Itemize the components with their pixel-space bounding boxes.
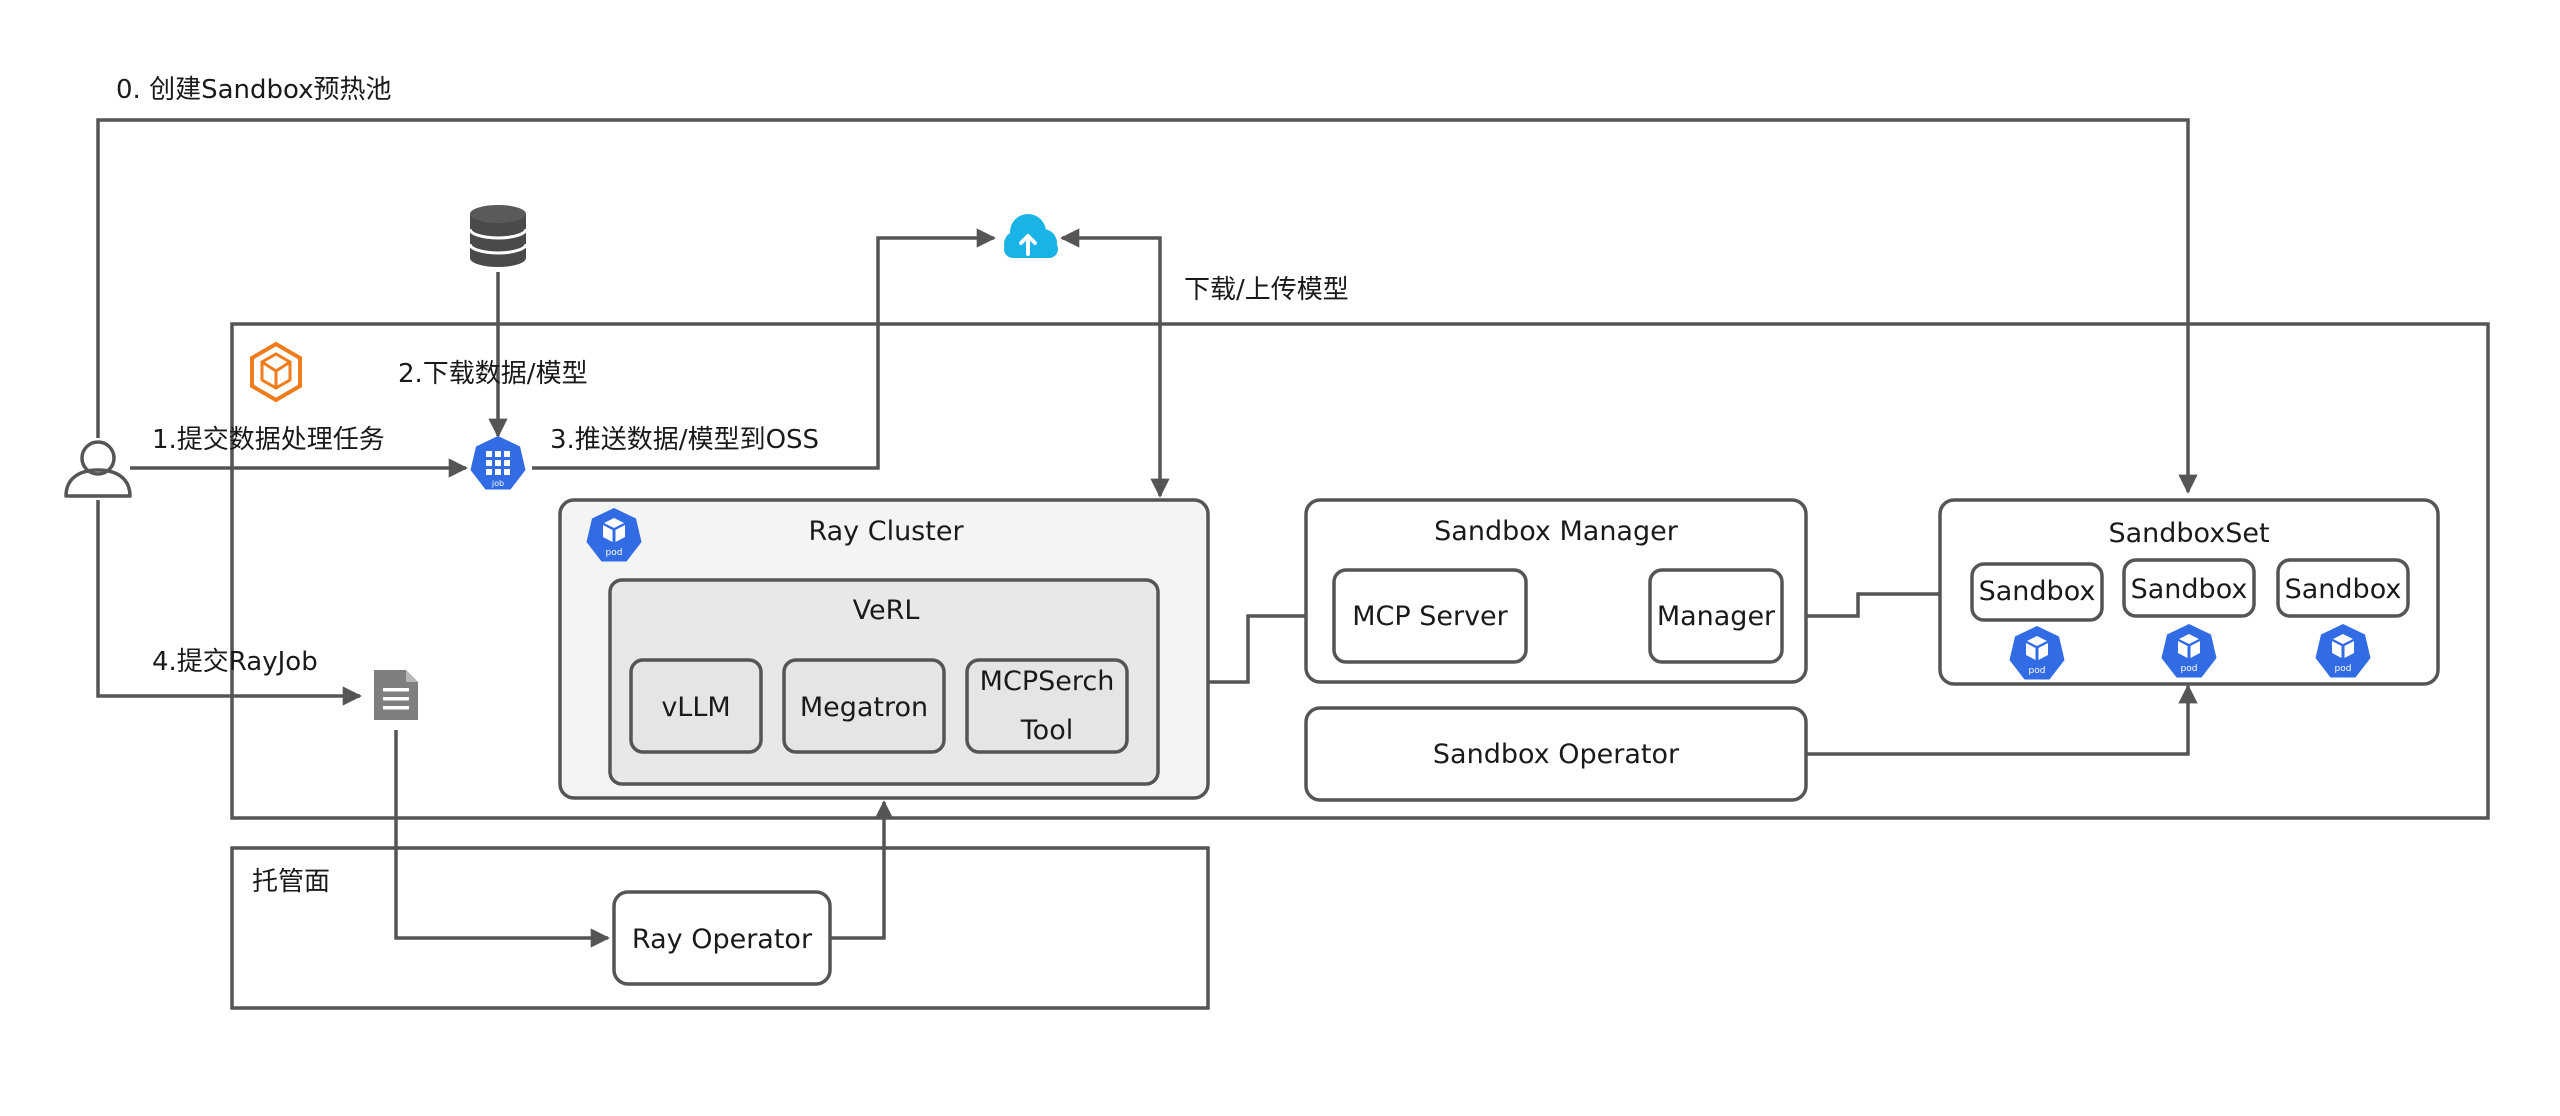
mcpsearch-label-line2: Tool [1020, 715, 1073, 746]
sandbox-node-3[interactable]: Sandbox [2276, 558, 2410, 618]
ray-cluster-label: Ray Cluster [808, 516, 964, 547]
edge-operator-sandboxset [1806, 684, 2198, 756]
database-icon [468, 205, 528, 267]
document-icon [374, 670, 418, 720]
sandbox-label-3: Sandbox [2285, 574, 2402, 605]
managed-plane-frame [230, 846, 1210, 1010]
sandbox-operator[interactable]: Sandbox Operator [1304, 706, 1808, 802]
step0-label: 0. 创建Sandbox预热池 [116, 75, 392, 105]
svg-text:job: job [491, 479, 504, 488]
container-service-logo-icon [250, 341, 302, 403]
ray-cluster[interactable]: Ray Cluster VeRL vLLM Megatron MCPSerch … [558, 498, 1210, 800]
kubernetes-job-icon: job [470, 436, 526, 490]
mcpsearch-tool-node[interactable]: MCPSerch Tool [965, 658, 1129, 754]
ray-operator[interactable]: Ray Operator [612, 890, 832, 986]
megatron-node[interactable]: Megatron [782, 658, 946, 754]
mcp-server-label: MCP Server [1352, 601, 1508, 632]
ray-operator-label: Ray Operator [632, 924, 813, 955]
verl[interactable]: VeRL vLLM Megatron MCPSerch Tool [608, 578, 1160, 786]
cluster-frame [230, 322, 2490, 820]
step2-label: 2.下载数据/模型 [398, 359, 588, 389]
vllm-node[interactable]: vLLM [629, 658, 763, 754]
verl-label: VeRL [853, 595, 920, 626]
sandboxset-label: SandboxSet [2108, 518, 2269, 549]
sandbox-label-2: Sandbox [2131, 574, 2248, 605]
edge-submit-rayjob [96, 500, 362, 706]
managed-plane-label: 托管面 [252, 867, 330, 897]
edge-create-sandbox-pool [96, 118, 2198, 494]
sandbox-node-1[interactable]: Sandbox [1970, 562, 2104, 622]
sandbox-operator-label: Sandbox Operator [1433, 739, 1680, 770]
sandbox-manager-label: Sandbox Manager [1434, 516, 1679, 547]
mcpsearch-label-line1: MCPSerch [980, 666, 1115, 697]
edge-download-upload-model [1060, 228, 1170, 498]
manager-label: Manager [1657, 601, 1776, 632]
step3-label: 3.推送数据/模型到OSS [550, 425, 819, 455]
vllm-label: vLLM [661, 692, 730, 723]
edge-file-to-ray-operator [394, 730, 610, 948]
user-icon[interactable] [64, 440, 132, 498]
edge-push-to-oss [532, 228, 996, 470]
sandboxset[interactable]: SandboxSet Sandbox Sandbox Sandbox [1938, 498, 2440, 686]
edge-manager-sandboxset [1782, 584, 1964, 626]
download-upload-label: 下载/上传模型 [1184, 275, 1349, 305]
megatron-label: Megatron [800, 692, 928, 723]
sandbox-manager[interactable]: Sandbox Manager MCP Server Manager [1304, 498, 1808, 684]
manager-node[interactable]: Manager [1648, 568, 1784, 664]
edge-operator-to-cluster [830, 800, 894, 940]
mcp-server-node[interactable]: MCP Server [1332, 568, 1528, 664]
cloud-upload-icon [1004, 214, 1058, 258]
sandbox-node-2[interactable]: Sandbox [2122, 558, 2256, 618]
sandbox-label-1: Sandbox [1979, 576, 2096, 607]
step4-label: 4.提交RayJob [152, 647, 318, 677]
step1-label: 1.提交数据处理任务 [152, 425, 385, 455]
